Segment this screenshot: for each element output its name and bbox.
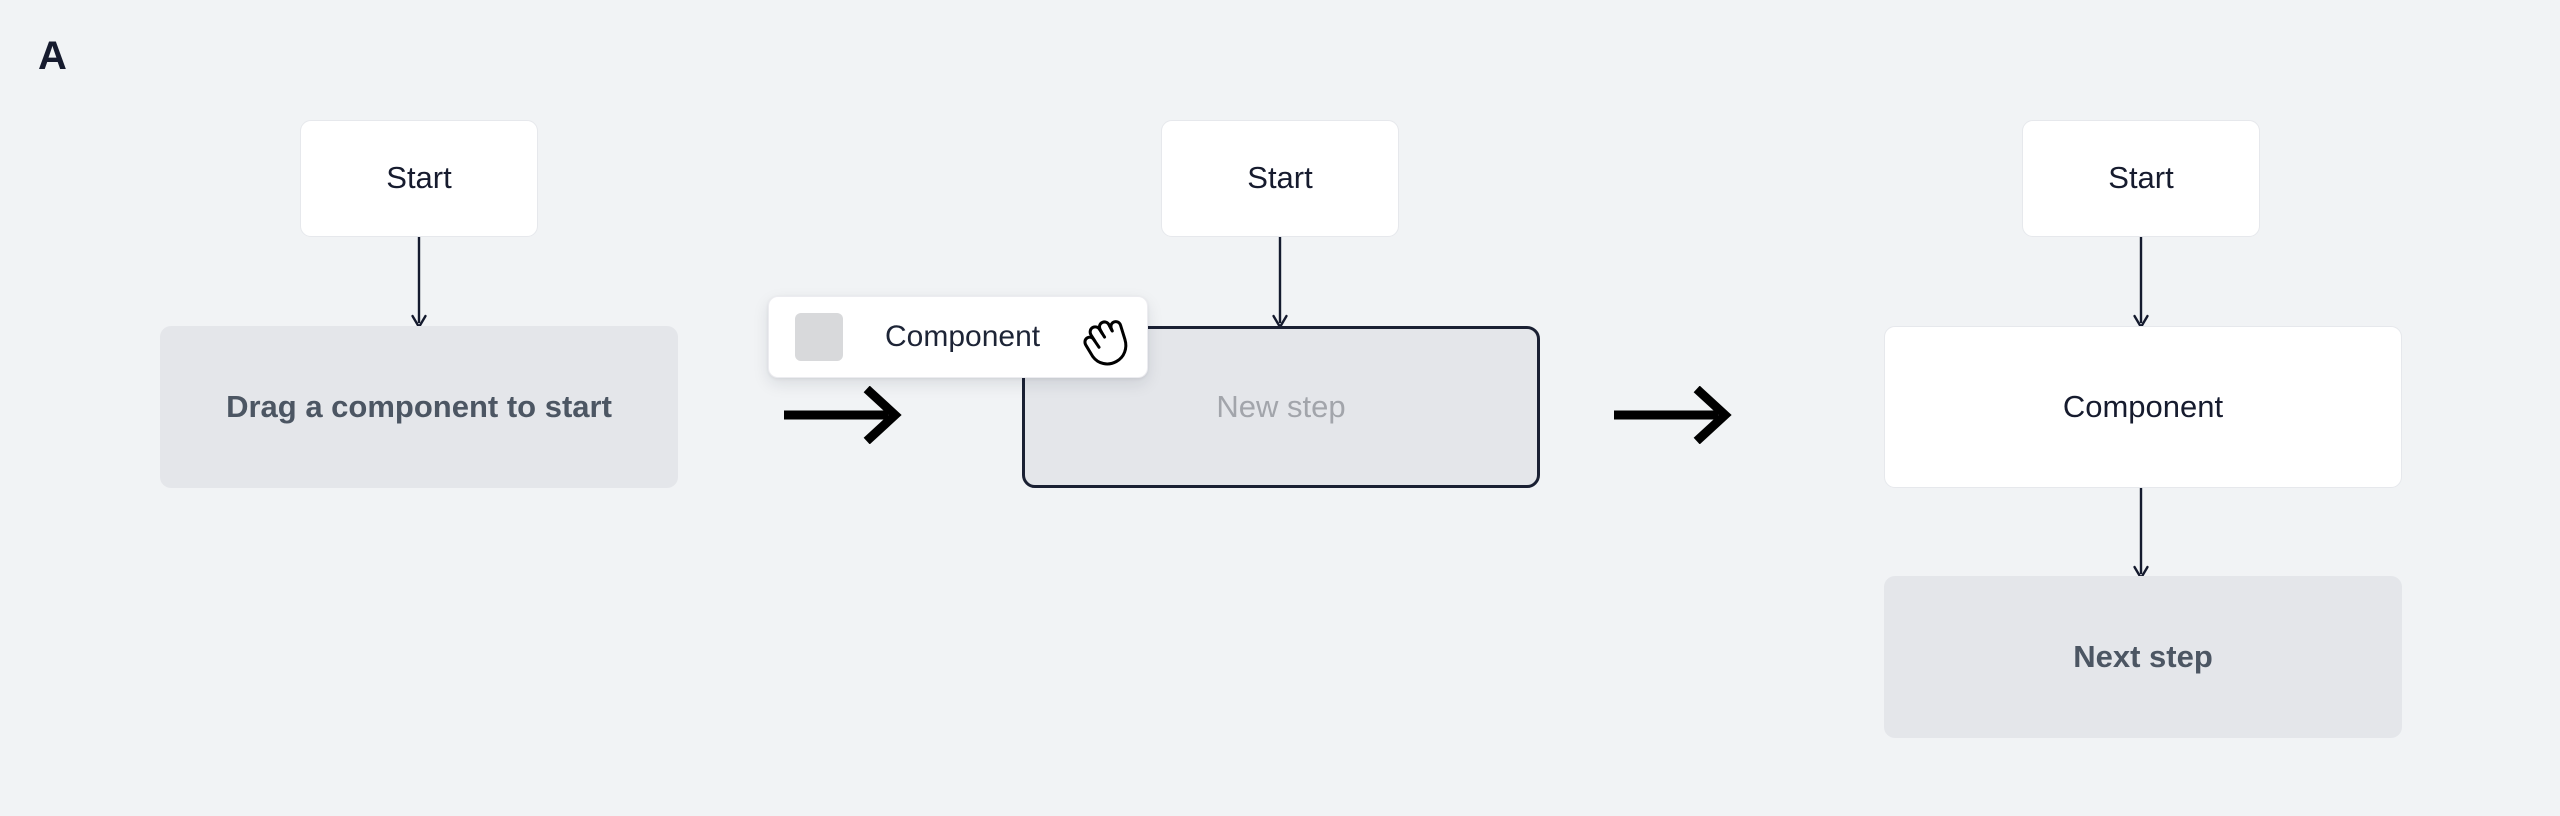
step3-start-node[interactable]: Start	[2022, 120, 2260, 237]
step1-start-node[interactable]: Start	[300, 120, 538, 237]
step1-start-to-drop-connector	[407, 237, 431, 333]
step3-next-drop-target[interactable]: Next step	[1884, 576, 2402, 738]
step3-next-drop-target-label: Next step	[2073, 638, 2213, 674]
square-swatch-icon	[795, 313, 843, 361]
step2-start-node-label: Start	[1247, 160, 1313, 196]
component-drag-chip-label: Component	[885, 320, 1041, 353]
component-drag-chip[interactable]: Component	[768, 296, 1148, 378]
step1-empty-drop-target[interactable]: Drag a component to start	[160, 326, 678, 488]
step2-active-drop-target-label: New step	[1216, 388, 1346, 424]
step3-component-node-label: Component	[2062, 388, 2224, 424]
transition-arrow-2	[1612, 386, 1736, 444]
panel-label: A	[38, 34, 68, 78]
step3-start-to-component-connector	[2129, 237, 2153, 333]
grabbing-hand-icon	[1072, 312, 1134, 374]
step1-start-node-label: Start	[386, 160, 452, 196]
step3-component-node[interactable]: Component	[1884, 326, 2402, 488]
step2-start-to-drop-connector	[1268, 237, 1292, 333]
step3-component-to-next-connector	[2129, 488, 2153, 584]
step3-start-node-label: Start	[2108, 160, 2174, 196]
step1-empty-drop-target-label: Drag a component to start	[226, 388, 612, 424]
step2-start-node[interactable]: Start	[1161, 120, 1399, 237]
transition-arrow-1	[782, 386, 906, 444]
